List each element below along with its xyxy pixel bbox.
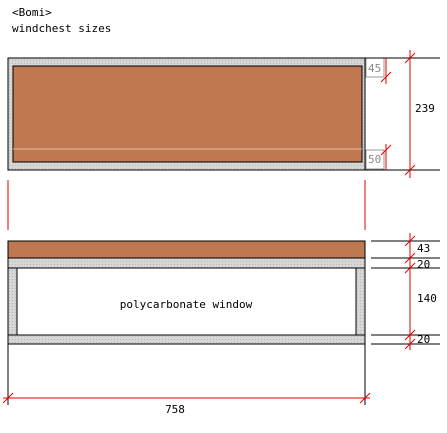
- dim-tick: [404, 329, 416, 341]
- dim-top-offset: 45: [368, 62, 381, 75]
- dim-tick: [404, 235, 416, 247]
- section-frame-right: [355, 267, 366, 336]
- dim-window: 140: [417, 292, 437, 305]
- section-frame-top: [7, 257, 366, 269]
- dim-height: 239: [415, 102, 435, 115]
- dim-frame-bottom: 20: [417, 333, 430, 346]
- section-frame-bottom: [7, 334, 366, 345]
- dim-tick: [404, 338, 416, 350]
- polycarbonate-window: [16, 267, 357, 336]
- dim-tick: [404, 252, 416, 264]
- dim-tick: [404, 164, 416, 176]
- section-wood-board: [7, 240, 366, 259]
- dim-frame-top: 20: [417, 258, 430, 271]
- section-view: polycarbonate window 43 20 140 20: [7, 233, 440, 350]
- dim-width: 758: [165, 403, 185, 416]
- section-frame-left: [7, 267, 18, 336]
- dim-tick: [380, 144, 392, 156]
- dim-tick: [404, 52, 416, 64]
- dim-board: 43: [417, 242, 430, 255]
- dim-bottom-offset: 50: [368, 153, 381, 166]
- header-title: windchest sizes: [12, 22, 111, 35]
- dim-tick: [380, 71, 392, 83]
- width-dimension: 758: [2, 344, 371, 416]
- window-label: polycarbonate window: [120, 298, 253, 311]
- dim-tick: [2, 392, 14, 404]
- dim-tick: [359, 392, 371, 404]
- top-view: 45 50 239: [7, 50, 440, 178]
- offset-box-bottom: [365, 149, 385, 170]
- dim-tick: [404, 262, 416, 274]
- top-view-wood-board: [12, 65, 363, 163]
- header-tag: <Bomi>: [12, 6, 52, 19]
